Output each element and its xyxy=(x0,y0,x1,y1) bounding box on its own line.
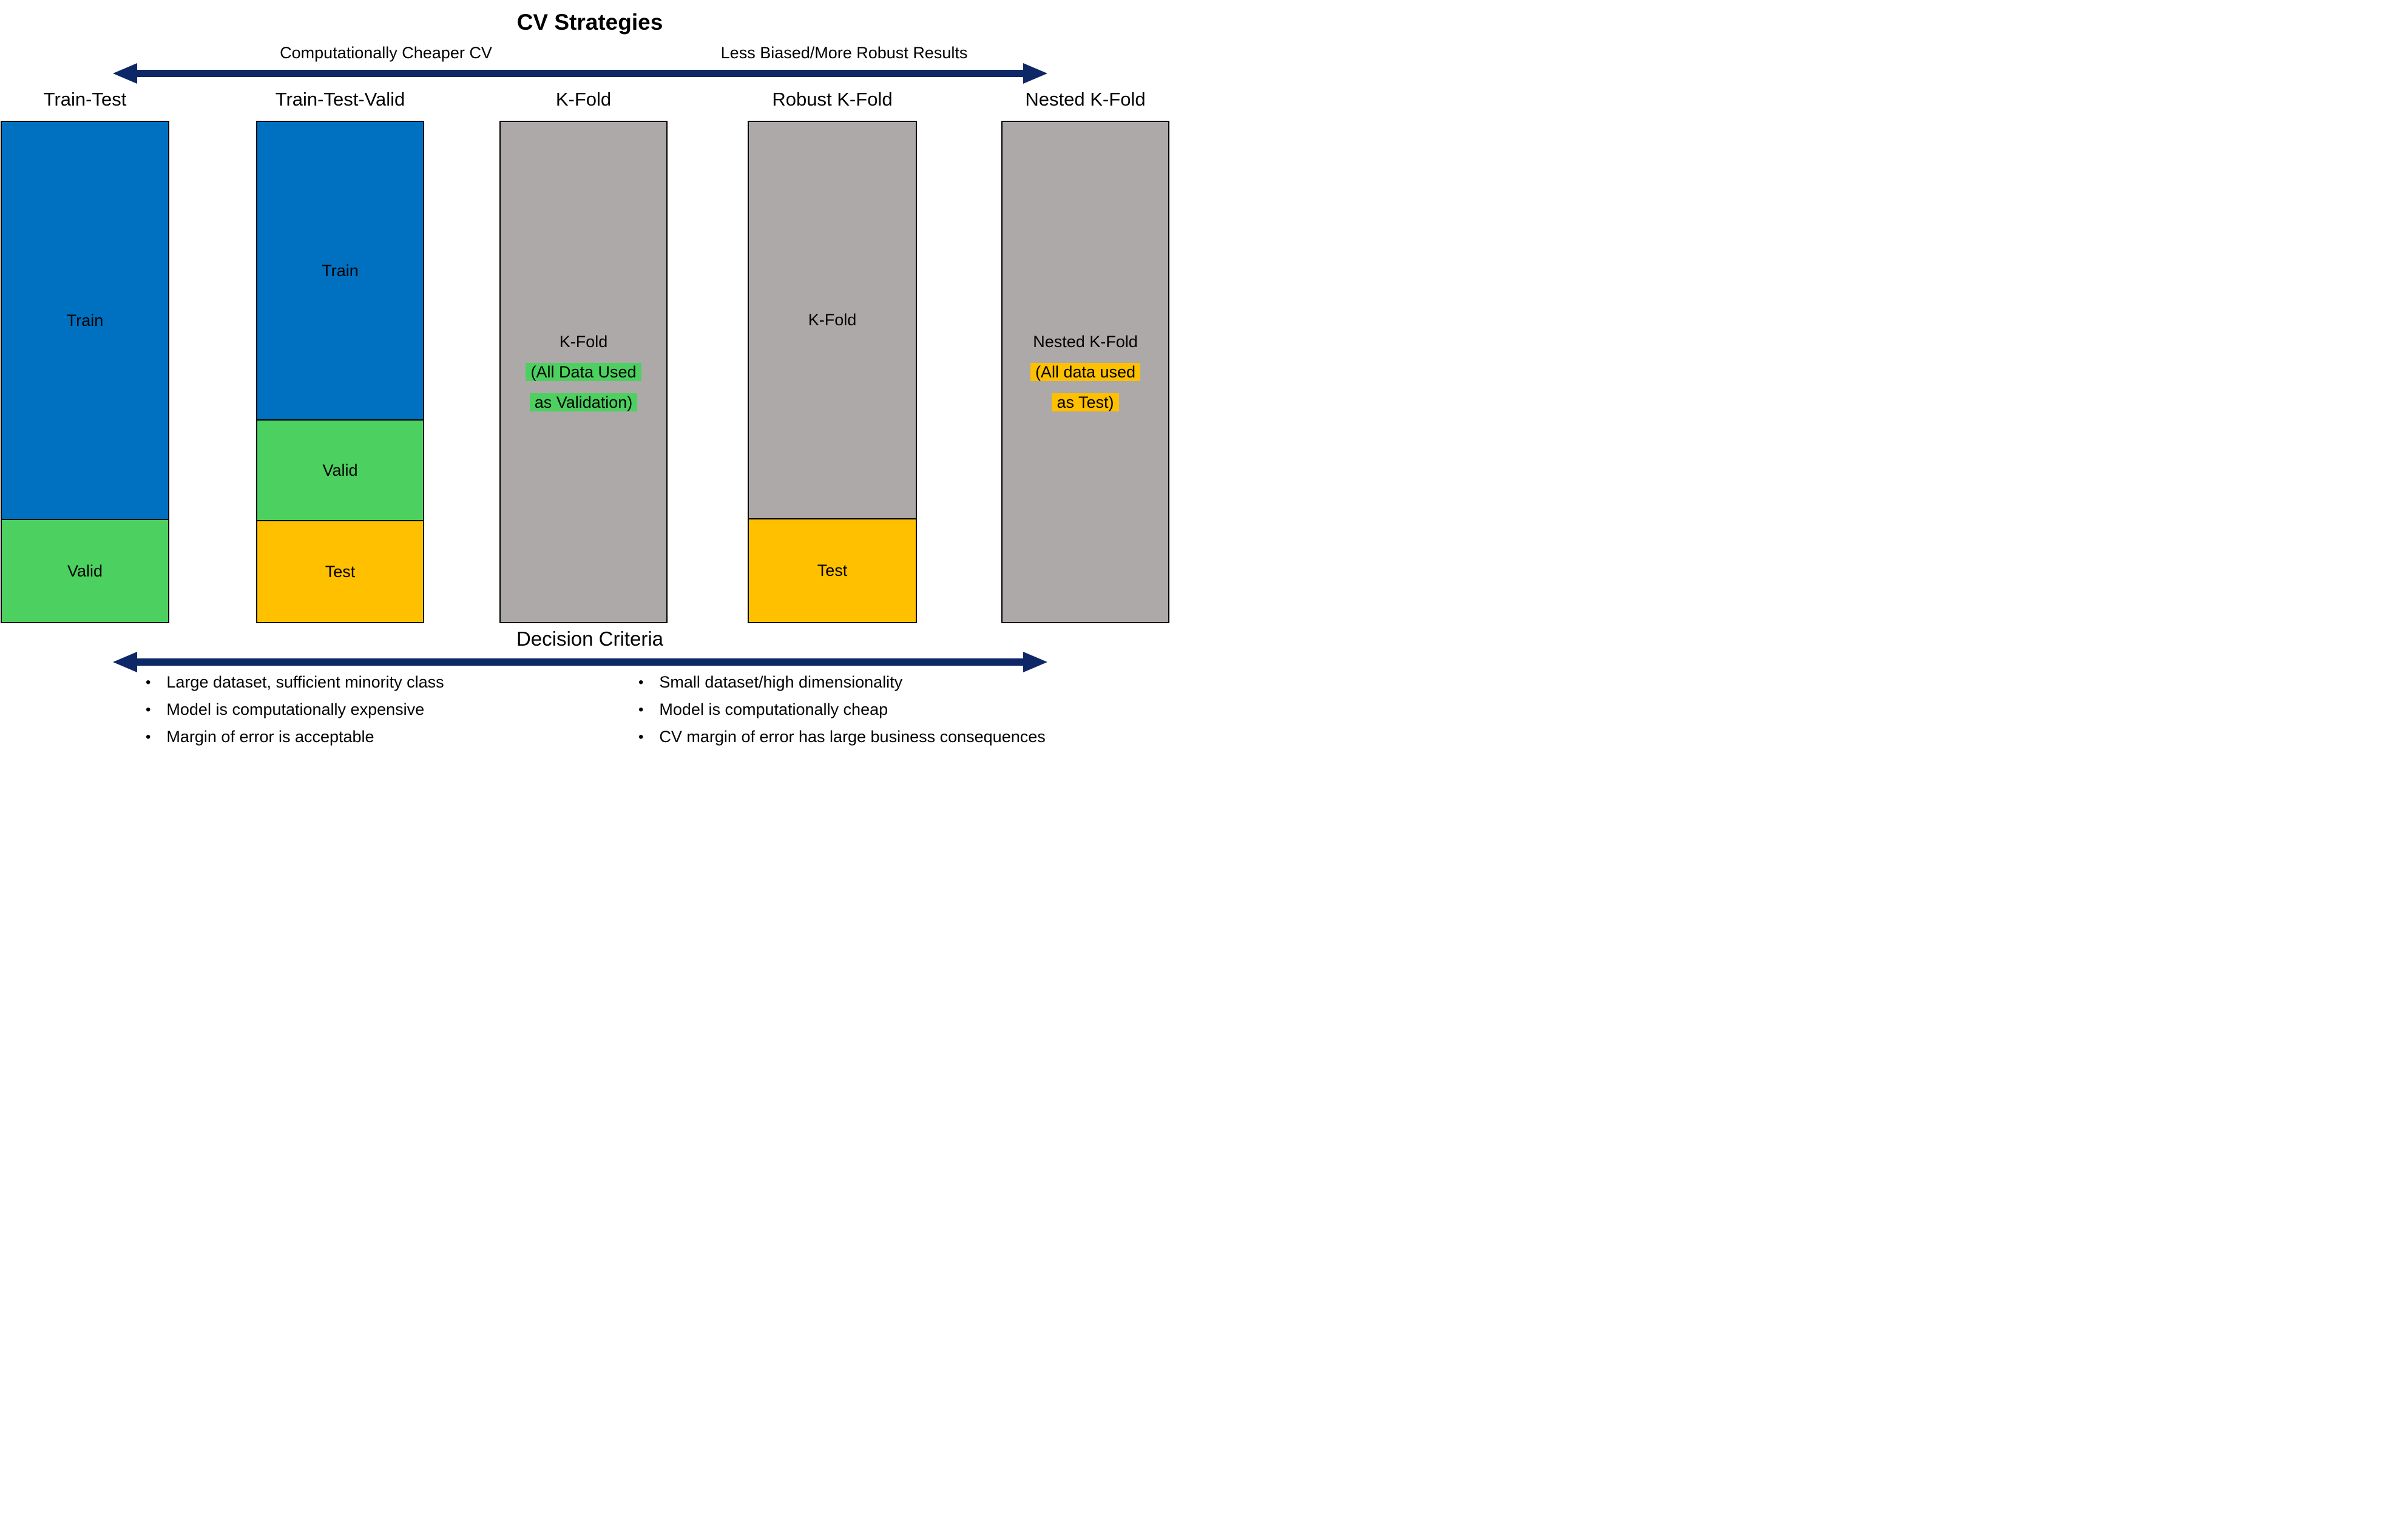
column-header-nested-k-fold: Nested K-Fold xyxy=(1025,89,1146,110)
column-header-train-test-valid: Train-Test-Valid xyxy=(275,89,405,110)
green-highlight: (All Data Used xyxy=(526,363,641,381)
list-item: • Model is computationally expensive xyxy=(146,700,444,720)
list-item: • Margin of error is acceptable xyxy=(146,727,444,747)
bullet-text: Large dataset, sufficient minority class xyxy=(166,673,444,691)
bullet-icon: • xyxy=(638,674,644,691)
bullet-icon: • xyxy=(146,729,151,745)
bullet-text: CV margin of error has large business co… xyxy=(659,728,1046,746)
bar-train-test: Train Valid xyxy=(1,121,169,623)
bar-nested-k-fold: Nested K-Fold (All data used as Test) xyxy=(1001,121,1169,623)
caption-line: (All Data Used xyxy=(526,357,641,387)
right-arrowhead-icon xyxy=(1023,63,1047,84)
list-item: • Small dataset/high dimensionality xyxy=(638,672,1046,692)
column-header-train-test: Train-Test xyxy=(43,89,127,110)
segment-k-fold: K-Fold xyxy=(749,122,916,518)
arrow-shaft xyxy=(131,658,1029,666)
bullet-text: Model is computationally expensive xyxy=(166,700,425,718)
decision-criteria-title: Decision Criteria xyxy=(516,627,664,650)
list-item: • Large dataset, sufficient minority cla… xyxy=(146,672,444,692)
bullet-icon: • xyxy=(146,674,151,691)
bar-train-test-valid: Train Valid Test xyxy=(256,121,424,623)
segment-k-fold-all-data: K-Fold (All Data Used as Validation) xyxy=(501,122,666,622)
bullet-icon: • xyxy=(638,729,644,745)
segment-test: Test xyxy=(257,520,423,622)
bar-k-fold: K-Fold (All Data Used as Validation) xyxy=(499,121,668,623)
caption-line: as Validation) xyxy=(526,387,641,417)
caption-line: K-Fold xyxy=(559,333,608,351)
segment-valid: Valid xyxy=(257,419,423,520)
segment-train: Train xyxy=(257,122,423,419)
decision-right-bullet-list: • Small dataset/high dimensionality • Mo… xyxy=(638,672,1046,754)
decision-left-bullet-list: • Large dataset, sufficient minority cla… xyxy=(146,672,444,754)
bullet-text: Margin of error is acceptable xyxy=(166,728,374,746)
green-highlight: as Validation) xyxy=(529,393,638,411)
segment-label: Test xyxy=(817,561,848,580)
nested-k-fold-caption: Nested K-Fold (All data used as Test) xyxy=(1030,326,1141,417)
segment-nested-k-fold-all-data: Nested K-Fold (All data used as Test) xyxy=(1003,122,1168,622)
column-header-k-fold: K-Fold xyxy=(555,89,612,110)
caption-line: as Test) xyxy=(1030,387,1140,417)
yellow-highlight: (All data used xyxy=(1030,363,1141,381)
column-header-robust-k-fold: Robust K-Fold xyxy=(772,89,893,110)
bullet-text: Small dataset/high dimensionality xyxy=(659,673,903,691)
bullet-icon: • xyxy=(638,701,644,718)
cv-strategies-diagram: CV Strategies Computationally Cheaper CV… xyxy=(0,0,1204,764)
caption-line: (All data used xyxy=(1030,357,1141,387)
segment-label: K-Fold xyxy=(808,311,857,329)
k-fold-caption: K-Fold (All Data Used as Validation) xyxy=(526,326,641,417)
segment-label: Train xyxy=(322,261,359,280)
list-item: • CV margin of error has large business … xyxy=(638,727,1046,747)
segment-label: Valid xyxy=(67,561,103,580)
bullet-text: Model is computationally cheap xyxy=(659,700,888,718)
segment-train: Train xyxy=(2,122,168,519)
segment-test: Test xyxy=(749,518,916,622)
yellow-highlight: as Test) xyxy=(1052,393,1119,411)
top-double-arrow xyxy=(113,63,1047,84)
axis-label-less-biased: Less Biased/More Robust Results xyxy=(720,44,968,62)
bullet-icon: • xyxy=(146,701,151,718)
axis-label-cheaper-cv: Computationally Cheaper CV xyxy=(280,44,492,62)
segment-valid: Valid xyxy=(2,519,168,622)
page-title: CV Strategies xyxy=(516,10,663,35)
segment-label: Test xyxy=(325,562,356,581)
segment-label: Train xyxy=(66,311,104,330)
segment-label: Valid xyxy=(322,461,358,479)
list-item: • Model is computationally cheap xyxy=(638,700,1046,720)
bar-robust-k-fold: K-Fold Test xyxy=(748,121,917,623)
arrow-shaft xyxy=(131,70,1029,77)
right-arrowhead-icon xyxy=(1023,652,1047,672)
decision-double-arrow xyxy=(113,652,1047,672)
caption-line: Nested K-Fold xyxy=(1033,333,1138,351)
